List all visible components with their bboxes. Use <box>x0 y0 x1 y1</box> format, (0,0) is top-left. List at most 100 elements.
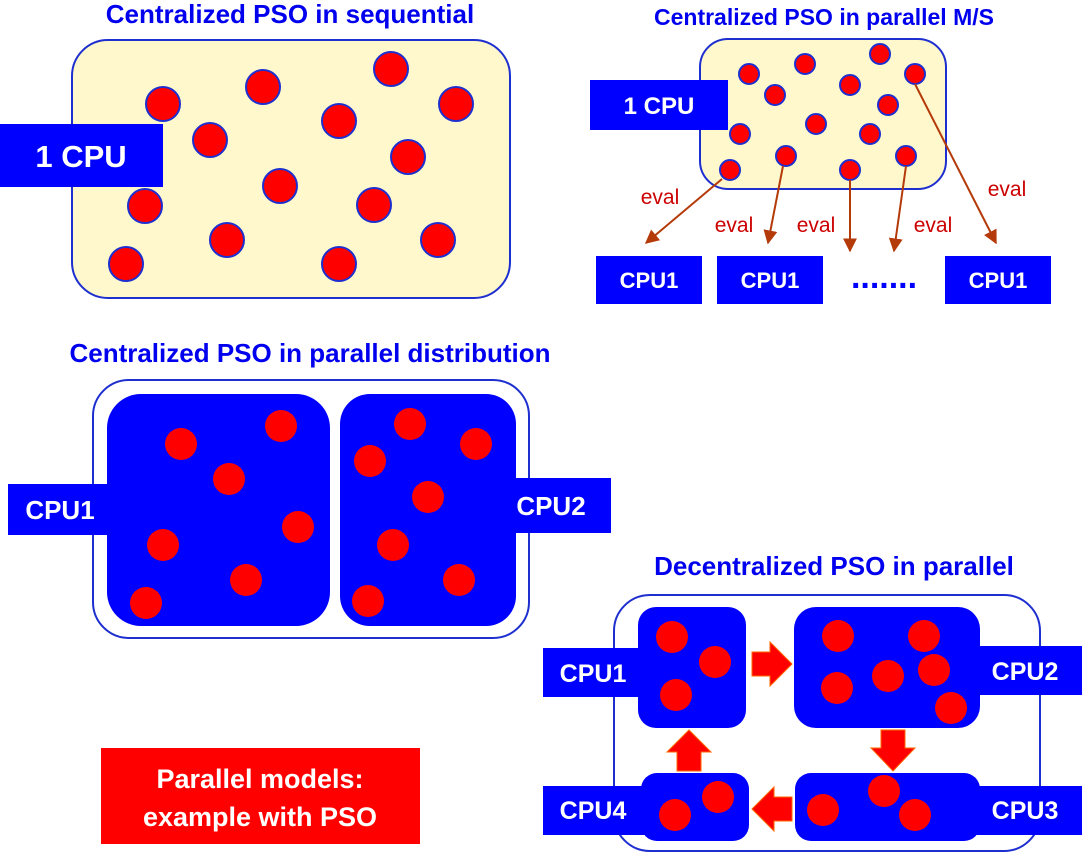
particles-master-slave <box>719 43 926 181</box>
cpu-label-cpu3: CPU3 <box>992 797 1059 825</box>
title-master-slave: Centralized PSO in parallel M/S <box>654 4 994 30</box>
particle <box>821 672 853 704</box>
cpu-label-cpu4: CPU4 <box>560 797 627 825</box>
worker-cpu-box <box>596 256 702 304</box>
eval-label: eval <box>797 214 836 237</box>
worker-cpu-label: CPU1 <box>741 268 800 293</box>
particle <box>719 159 741 181</box>
eval-label: eval <box>641 186 680 209</box>
particle <box>377 529 409 561</box>
worker-cpu-box <box>717 256 823 304</box>
island-cpu4 <box>641 773 749 841</box>
particle <box>918 654 950 686</box>
cpu-label-distribution-right: CPU2 <box>516 491 585 521</box>
caption-line-1: Parallel models: <box>156 764 363 794</box>
particle <box>443 564 475 596</box>
cpu-label-sequential: 1 CPU <box>35 139 126 174</box>
eval-arrows <box>644 83 997 253</box>
caption-line-2: example with PSO <box>143 802 377 832</box>
particle <box>420 222 456 258</box>
particle <box>859 123 881 145</box>
caption-box <box>101 748 420 844</box>
particle <box>321 246 357 282</box>
particle <box>807 794 839 826</box>
cpu-label-cpu1: CPU1 <box>560 660 627 688</box>
worker-cpu-label: CPU1 <box>620 268 679 293</box>
particle <box>659 799 691 831</box>
particle <box>265 410 297 442</box>
particle <box>868 775 900 807</box>
cpu-box-cpu4 <box>543 786 647 835</box>
particle <box>412 481 444 513</box>
cpu-box-cpu1 <box>543 648 647 697</box>
particle <box>729 123 751 145</box>
particle <box>282 511 314 543</box>
worker-cpu-box <box>945 256 1051 304</box>
island-cpu3 <box>795 773 980 841</box>
particle <box>899 799 931 831</box>
title-distribution: Centralized PSO in parallel distribution <box>69 338 550 368</box>
particle <box>127 188 163 224</box>
particle <box>660 679 692 711</box>
particles-sequential <box>108 51 474 282</box>
migration-arrow-left <box>751 785 793 833</box>
migration-arrow-up <box>665 729 713 772</box>
particle <box>262 168 298 204</box>
particles-distribution <box>130 408 492 619</box>
particle <box>775 145 797 167</box>
particle <box>794 53 816 75</box>
cpu-box-distribution-left <box>8 484 112 535</box>
particle <box>702 781 734 813</box>
particle <box>352 585 384 617</box>
particle <box>904 63 926 85</box>
particle <box>656 621 688 653</box>
particle <box>373 51 409 87</box>
particles-decentralized <box>656 620 967 831</box>
particle <box>390 139 426 175</box>
particle <box>213 463 245 495</box>
particle <box>935 692 967 724</box>
particle <box>738 63 760 85</box>
workers-ellipsis: ....... <box>851 258 917 296</box>
eval-arrow <box>888 165 907 253</box>
cpu-box-master <box>590 80 728 130</box>
cpu-box-cpu3 <box>972 786 1082 835</box>
title-sequential: Centralized PSO in sequential <box>106 0 474 29</box>
particle <box>895 145 917 167</box>
particle <box>147 529 179 561</box>
particle <box>872 660 904 692</box>
cpu-label-distribution-left: CPU1 <box>25 495 94 525</box>
particle <box>356 187 392 223</box>
eval-label: eval <box>988 178 1027 201</box>
particle <box>130 587 162 619</box>
cpu-label-master: 1 CPU <box>624 93 695 120</box>
particle <box>394 408 426 440</box>
particle <box>699 646 731 678</box>
cpu-box-sequential <box>0 124 163 187</box>
eval-arrow <box>644 178 723 244</box>
particle <box>321 103 357 139</box>
worker-cpu-label: CPU1 <box>969 268 1028 293</box>
particle <box>460 428 492 460</box>
eval-label: eval <box>715 214 754 237</box>
eval-label: eval <box>914 214 953 237</box>
particle <box>230 564 262 596</box>
particle <box>145 86 181 122</box>
cpu-box-cpu2 <box>972 646 1082 695</box>
particle <box>839 159 861 181</box>
particle <box>839 74 861 96</box>
migration-arrow-down <box>869 729 917 772</box>
eval-arrow <box>763 165 784 245</box>
particle <box>869 43 891 65</box>
title-decentralized: Decentralized PSO in parallel <box>654 551 1014 581</box>
particle <box>805 113 827 135</box>
eval-arrow <box>914 83 997 245</box>
migration-arrow-right <box>751 640 793 688</box>
particle <box>108 246 144 282</box>
particle <box>877 94 899 116</box>
particle <box>209 222 245 258</box>
particle <box>245 69 281 105</box>
particle <box>354 445 386 477</box>
particle <box>165 428 197 460</box>
